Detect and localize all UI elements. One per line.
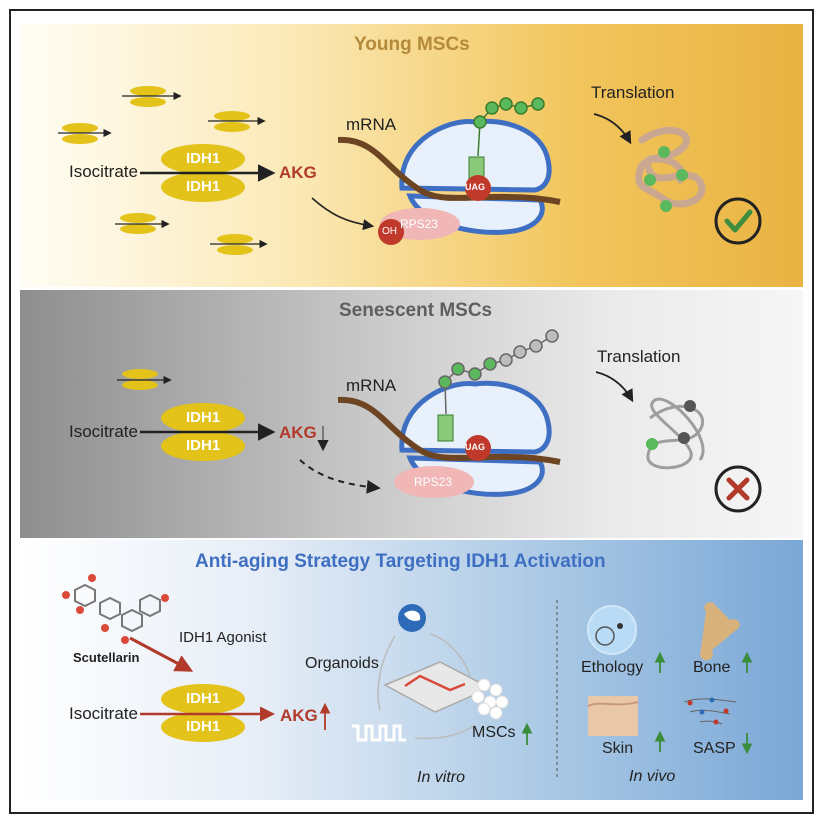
senescent-small-idh1-dimer xyxy=(117,369,172,390)
young-akg-label: AKG xyxy=(279,163,317,182)
senescent-dashed-arrow xyxy=(299,459,381,494)
young-isocitrate-label: Isocitrate xyxy=(69,162,138,181)
sasp-label: SASP xyxy=(693,740,736,757)
young-oh-label: OH xyxy=(382,226,397,237)
young-folded-protein-icon xyxy=(635,127,706,212)
young-translation-arrow xyxy=(593,113,632,145)
check-icon xyxy=(714,197,762,245)
in-vitro-label: In vitro xyxy=(417,769,466,786)
senescent-panel-title: Senescent MSCs xyxy=(339,300,493,321)
ethology-icon xyxy=(587,605,637,655)
bone-icon xyxy=(700,602,740,661)
strategy-idh1-dimer xyxy=(140,684,275,742)
young-mrna-strand xyxy=(337,136,561,205)
bone-label: Bone xyxy=(693,659,731,676)
young-peptide-chain xyxy=(473,97,545,157)
mscs-cluster-icon xyxy=(471,678,509,720)
senescent-translation-arrow xyxy=(595,371,634,403)
intestine-organoid-icon xyxy=(352,724,406,742)
young-uag-codon-label: UAG xyxy=(465,182,485,192)
strategy-akg-label: AKG xyxy=(280,706,318,725)
scutellarin-label: Scutellarin xyxy=(73,650,140,665)
senescent-translation-label: Translation xyxy=(597,347,681,366)
senescent-mrna-label: mRNA xyxy=(346,376,397,395)
strategy-isocitrate-label: Isocitrate xyxy=(69,704,138,723)
anti-aging-strategy-panel xyxy=(20,540,803,800)
senescent-idh1-bottom-label: IDH1 xyxy=(186,437,221,454)
young-small-idh1-dimers xyxy=(58,86,268,255)
senescent-idh1-top-label: IDH1 xyxy=(186,409,221,426)
sasp-icon xyxy=(683,697,737,725)
senescent-idh1-dimer xyxy=(140,403,276,461)
senescent-mrna-strand xyxy=(337,396,561,465)
senescent-ribosome xyxy=(337,380,561,498)
senescent-rps23-label: RPS23 xyxy=(414,475,453,489)
young-translation-label: Translation xyxy=(591,83,675,102)
mscs-label: MSCs xyxy=(472,724,516,741)
organoid-cycle-diagram xyxy=(352,604,509,742)
cross-icon xyxy=(714,465,762,513)
young-akg-to-rps23-arrow xyxy=(311,197,375,231)
idh1-agonist-label: IDH1 Agonist xyxy=(179,629,267,646)
young-ribosome xyxy=(337,118,561,245)
strategy-panel-title: Anti-aging Strategy Targeting IDH1 Activ… xyxy=(195,551,606,572)
agonist-arrow xyxy=(129,636,194,672)
strategy-idh1-bottom-label: IDH1 xyxy=(186,718,221,735)
young-rps23-label: RPS23 xyxy=(400,217,439,231)
young-idh1-top-label: IDH1 xyxy=(186,150,221,167)
senescent-akg-label: AKG xyxy=(279,423,317,442)
in-vivo-label: In vivo xyxy=(629,768,676,785)
misfolded-protein-icon xyxy=(646,397,705,470)
senescent-uag-codon-label: UAG xyxy=(465,442,485,452)
senescent-isocitrate-label: Isocitrate xyxy=(69,422,138,441)
ethology-label: Ethology xyxy=(581,659,644,676)
strategy-idh1-top-label: IDH1 xyxy=(186,690,221,707)
scutellarin-molecule-icon xyxy=(62,574,169,644)
organoids-label: Organoids xyxy=(305,655,379,672)
organ-chip-icon xyxy=(383,661,492,713)
young-idh1-bottom-label: IDH1 xyxy=(186,178,221,195)
skin-label: Skin xyxy=(602,740,634,757)
young-panel-title: Young MSCs xyxy=(354,34,470,55)
skin-icon xyxy=(587,696,639,736)
young-idh1-dimer xyxy=(140,144,276,202)
young-mrna-label: mRNA xyxy=(346,115,397,134)
senescent-peptide-chain xyxy=(438,329,559,415)
